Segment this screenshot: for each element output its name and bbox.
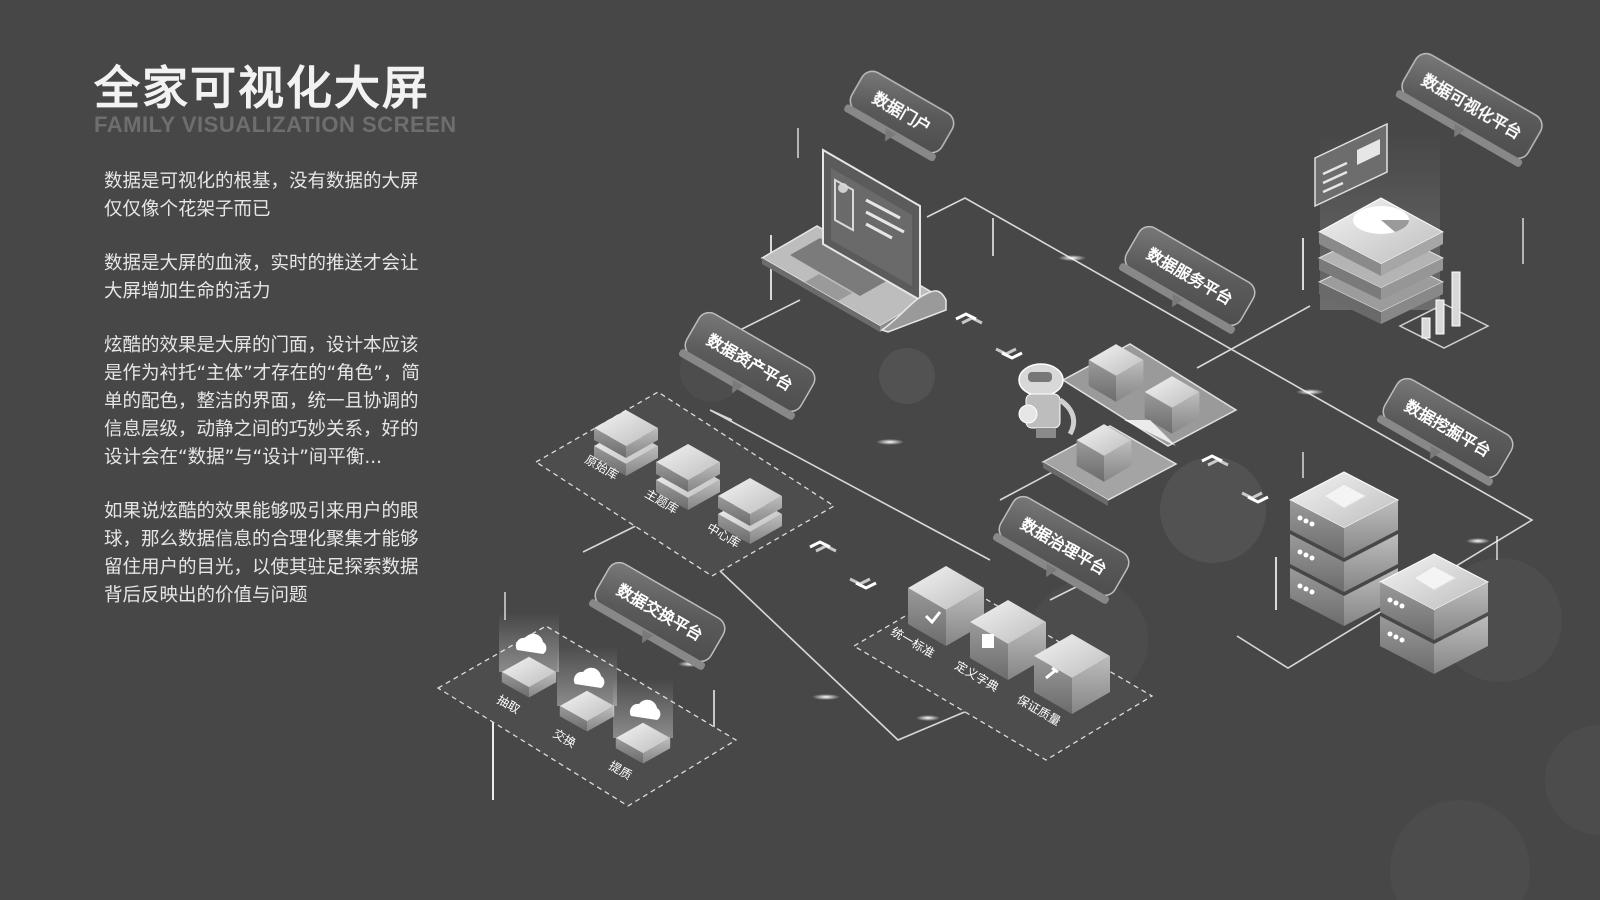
cloud-icon xyxy=(573,667,605,688)
intro-text: 数据是可视化的根基，没有数据的大屏仅仅像个花架子而已 数据是大屏的血液，实时的推… xyxy=(104,168,434,636)
cloud-icon xyxy=(629,699,661,720)
check-icon xyxy=(924,611,942,625)
paragraph-2: 数据是大屏的血液，实时的推送才会让大屏增加生命的活力 xyxy=(104,253,419,302)
wrench-icon xyxy=(1045,666,1059,680)
exchange-platform-area xyxy=(436,612,738,807)
mining-server-icon xyxy=(1288,471,1490,674)
platform-label-mining: 数据挖掘平台 xyxy=(1376,377,1514,486)
platform-label-visualization: 数据可视化平台 xyxy=(1395,52,1543,167)
platform-label-service: 数据服务平台 xyxy=(1118,225,1256,334)
arrow-icon xyxy=(994,347,1024,360)
service-platform-icon xyxy=(1018,343,1238,506)
paragraph-3: 炫酷的效果是大屏的门面，设计本应该是作为衬托“主体”才存在的“角色”，简单的配色… xyxy=(104,335,420,468)
page-title: 全家可视化大屏 xyxy=(94,61,430,115)
arrow-icon xyxy=(848,577,878,590)
cloud-icon xyxy=(515,633,547,654)
governance-platform-area xyxy=(852,566,1154,761)
title-block: 全家可视化大屏 FAMILY VISUALIZATION SCREEN xyxy=(94,60,457,138)
visualization-stack-icon xyxy=(1314,122,1490,349)
paragraph-4: 如果说炫酷的效果能够吸引来用户的眼球，那么数据信息的合理化聚集才能够留住用户的目… xyxy=(104,501,419,606)
platform-label-portal: 数据门户 xyxy=(844,70,955,162)
paragraph-1: 数据是可视化的根基，没有数据的大屏仅仅像个花架子而已 xyxy=(104,171,419,220)
asset-platform-area xyxy=(534,391,836,577)
page-subtitle: FAMILY VISUALIZATION SCREEN xyxy=(94,112,457,137)
connection-lines xyxy=(582,197,1534,741)
robot-icon xyxy=(1018,363,1077,438)
arrow-icon xyxy=(954,312,984,325)
document-icon xyxy=(982,634,994,648)
line-sparks xyxy=(678,255,1490,721)
laptop-icon xyxy=(760,148,947,333)
arrow-icon xyxy=(808,540,838,553)
